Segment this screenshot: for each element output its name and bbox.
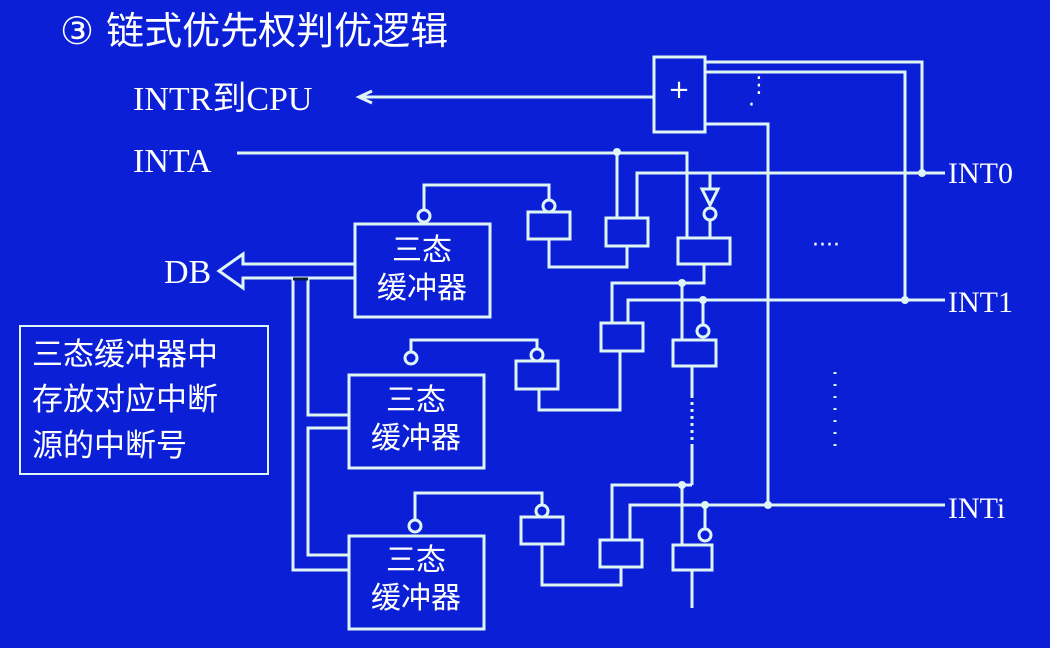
and-gate-3c — [519, 515, 565, 546]
and-gate-3b — [671, 543, 714, 572]
enable-bubble-3c — [534, 503, 550, 519]
db-label: DB — [164, 254, 211, 291]
buffer1-line2: 缓冲器 — [377, 271, 467, 306]
svg-text:·: · — [748, 93, 755, 118]
slide-title: ③ 链式优先权判优逻辑 — [60, 9, 448, 53]
or-gate-inputs — [705, 60, 924, 505]
inta-label: INTA — [133, 143, 212, 180]
intr-label: INTR到CPU — [133, 81, 312, 118]
and-gate-2a — [599, 321, 645, 353]
db-bus-arrow — [216, 251, 355, 291]
buffer2-line2: 缓冲器 — [371, 421, 461, 456]
int0-label: INT0 — [948, 157, 1013, 190]
enable-bubble-buffer2 — [403, 350, 419, 366]
enable-bubble-1c — [541, 198, 557, 214]
tristate-buffer-3 — [347, 534, 486, 631]
buffer2-line1: 三态 — [386, 383, 446, 418]
note-line1: 三态缓冲器中 — [32, 337, 218, 373]
inti-label: INTi — [948, 492, 1005, 525]
and-gate-1b — [676, 236, 732, 266]
enable-bubble-buffer1 — [416, 208, 432, 224]
inverter-int0 — [699, 187, 721, 238]
buffer3-line1: 三态 — [386, 543, 446, 578]
and-gate-1a — [604, 216, 650, 248]
enable-bubble-buffer3 — [407, 518, 423, 534]
and-gate-1c — [526, 210, 572, 241]
intr-arrow — [355, 89, 654, 105]
inti-line — [628, 501, 945, 540]
tristate-buffer-2 — [347, 373, 486, 470]
db-bus-lines — [291, 277, 349, 572]
inverter-bubble-int1 — [695, 323, 711, 339]
int1-label: INT1 — [948, 286, 1013, 319]
or-inputs-ellipsis: ⋮ — [748, 73, 770, 98]
int0-line — [635, 169, 945, 218]
buffer1-line1: 三态 — [392, 233, 452, 268]
note-line3: 源的中断号 — [32, 428, 187, 464]
note-box — [19, 325, 269, 475]
and-gate-3a — [598, 538, 644, 569]
right-ellipsis-top: ···· — [812, 233, 840, 258]
note-line2: 存放对应中断 — [32, 382, 218, 418]
or-gate-symbol: + — [668, 75, 690, 105]
and-gate-2c — [514, 359, 560, 391]
inverter-bubble-inti — [697, 527, 713, 543]
int1-line — [626, 296, 945, 324]
tristate-buffer-1 — [353, 222, 492, 319]
buffer3-line2: 缓冲器 — [371, 581, 461, 616]
enable-bubble-2c — [529, 347, 545, 363]
and-gate-2b — [671, 338, 718, 368]
or-gate — [652, 55, 707, 134]
inta-line — [237, 148, 689, 238]
